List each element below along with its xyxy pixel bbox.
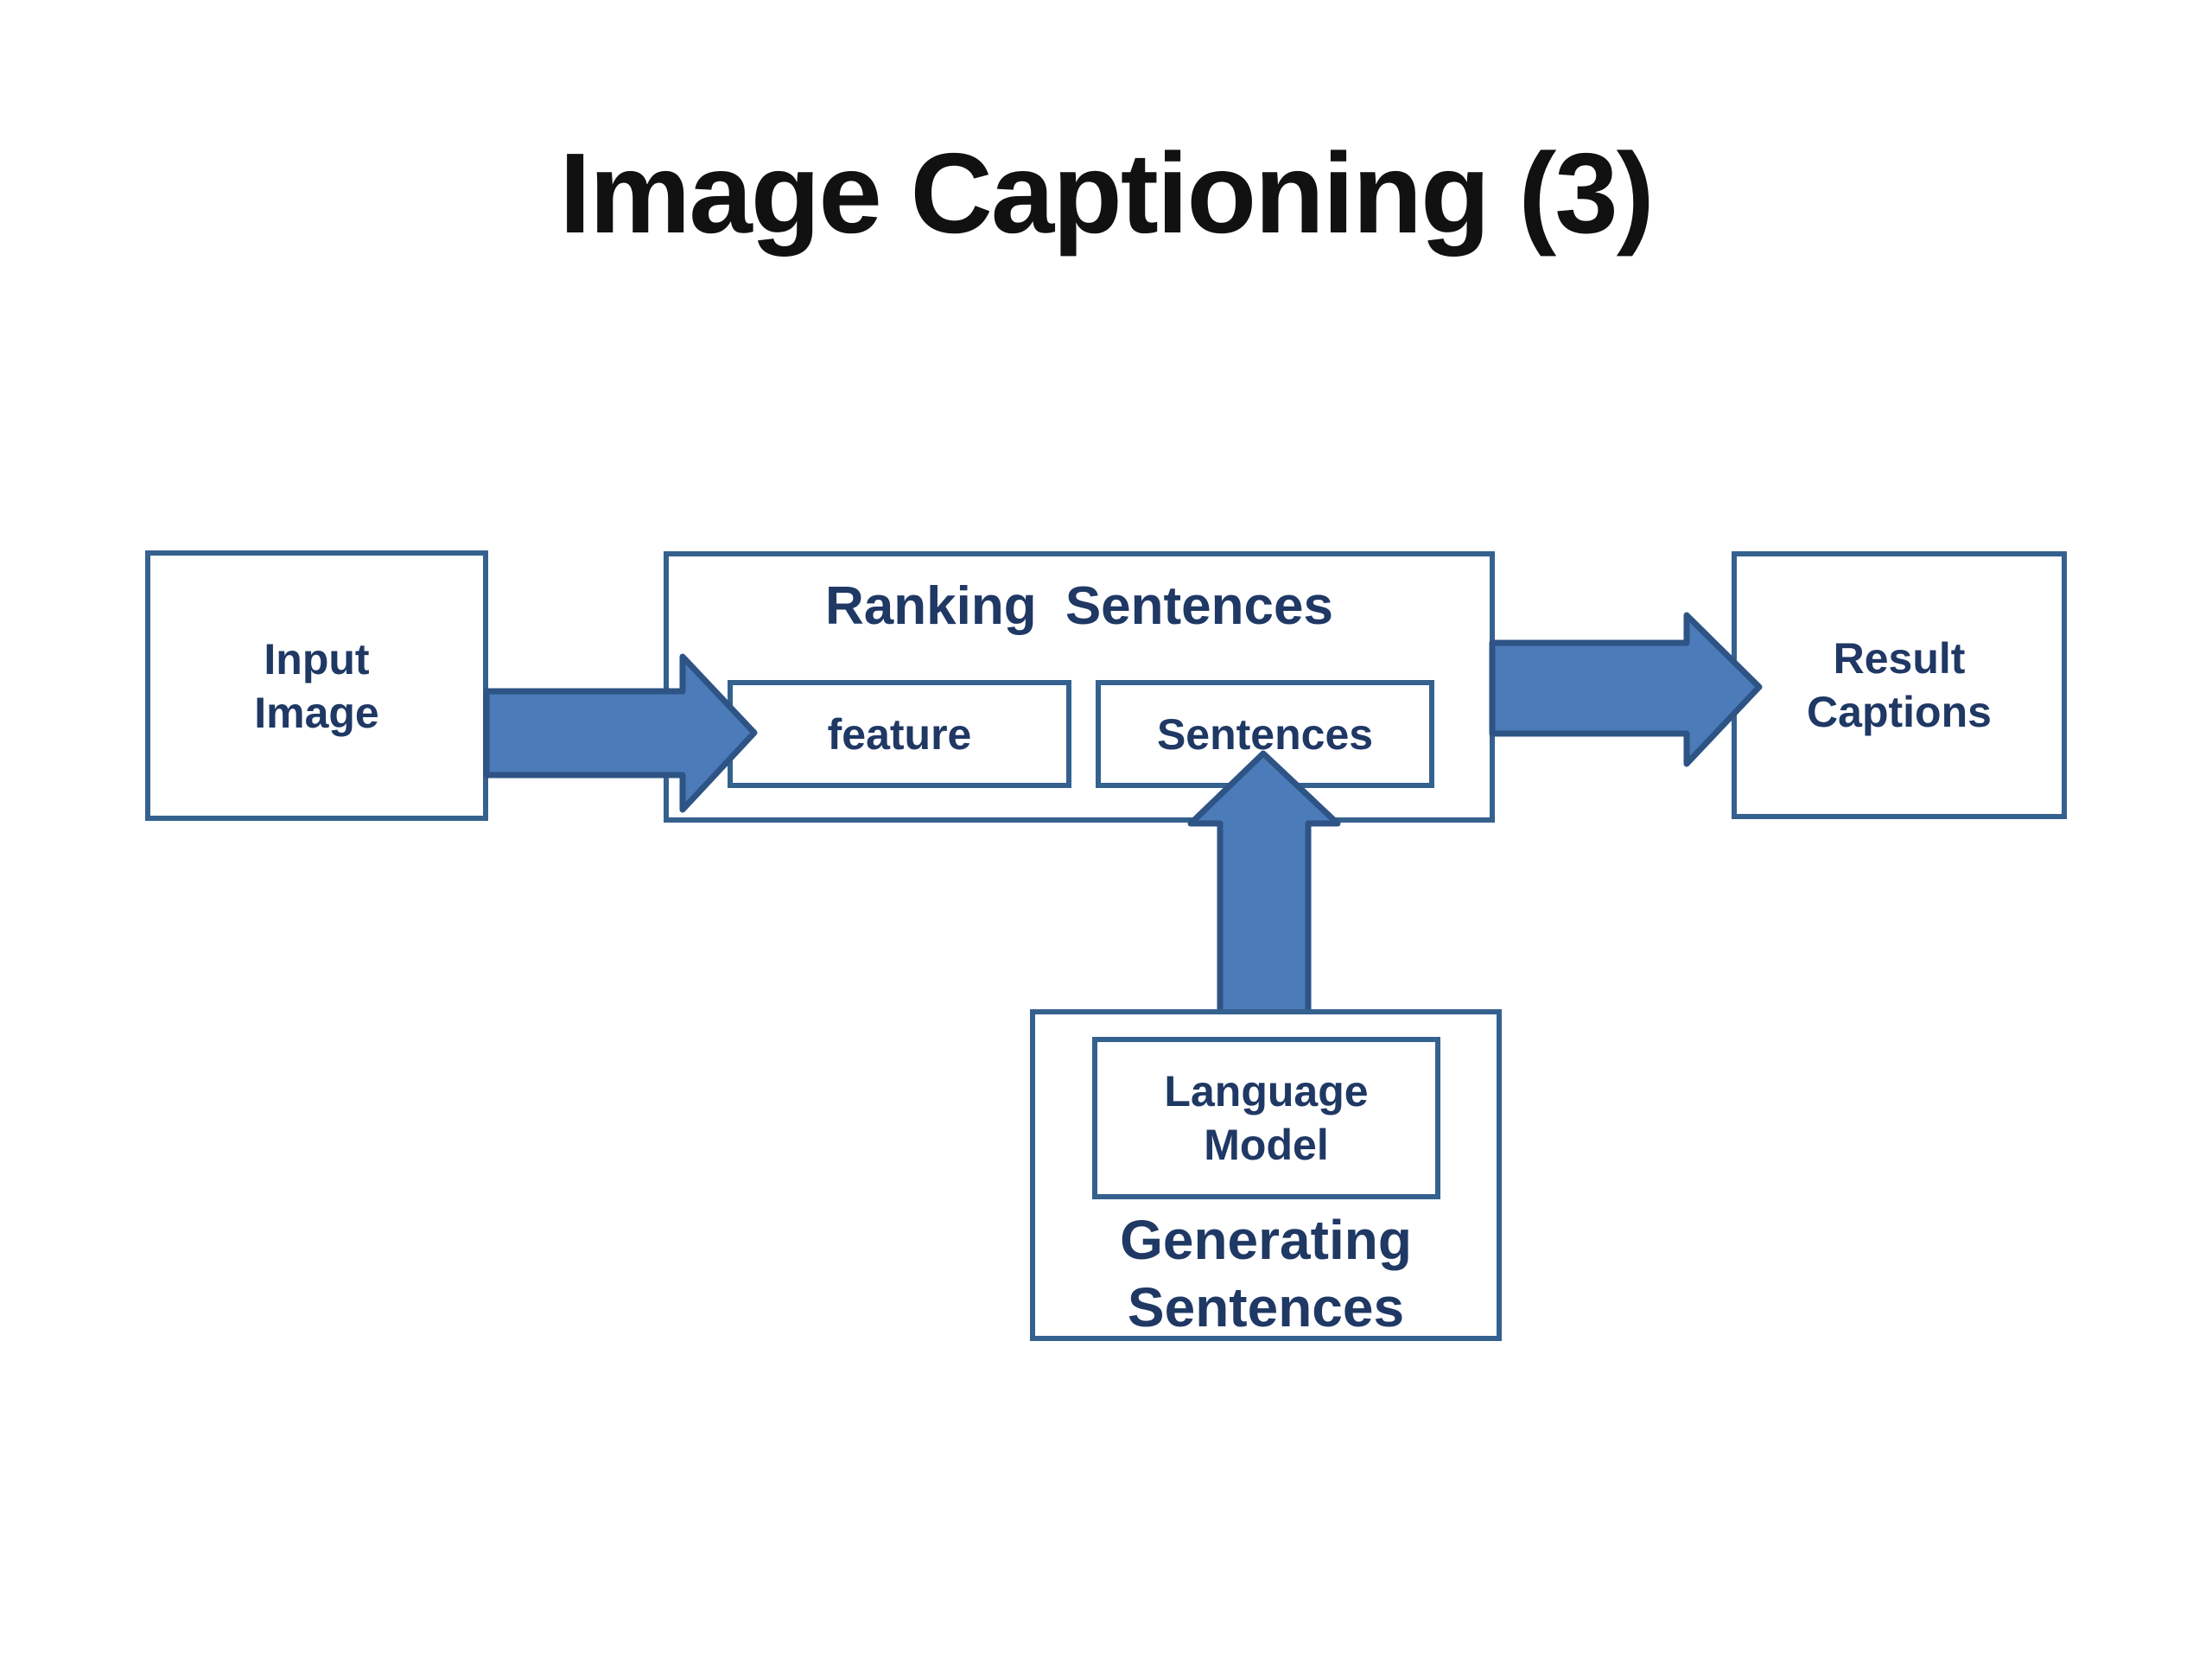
generating-sentences-label: Generating Sentences xyxy=(1035,1206,1497,1341)
feature-label: feature xyxy=(827,709,972,759)
generating-sentences-box: Language Model Generating Sentences xyxy=(1030,1009,1502,1341)
generating-label-line2: Sentences xyxy=(1127,1276,1405,1338)
input-image-label-line2: Image xyxy=(254,688,379,737)
sentences-label: Sentences xyxy=(1156,709,1374,759)
language-model-box: Language Model xyxy=(1092,1037,1440,1199)
result-captions-box: Result Captions xyxy=(1732,551,2067,819)
result-captions-label-line2: Captions xyxy=(1807,688,1992,736)
language-model-label-line1: Language xyxy=(1164,1067,1369,1116)
generating-label-line1: Generating xyxy=(1120,1209,1412,1271)
page-title: Image Captioning (3) xyxy=(559,130,1654,257)
language-model-label-line2: Model xyxy=(1204,1121,1329,1169)
input-image-label-line1: Input xyxy=(264,634,370,683)
result-captions-label-line1: Result xyxy=(1833,634,1966,683)
feature-box: feature xyxy=(728,680,1071,788)
input-image-box: Input Image xyxy=(145,550,488,821)
ranking-sentences-title: Ranking Sentences xyxy=(825,576,1333,636)
sentences-box: Sentences xyxy=(1096,680,1434,788)
arrow-ranking-to-result-right-icon xyxy=(1489,612,1763,767)
